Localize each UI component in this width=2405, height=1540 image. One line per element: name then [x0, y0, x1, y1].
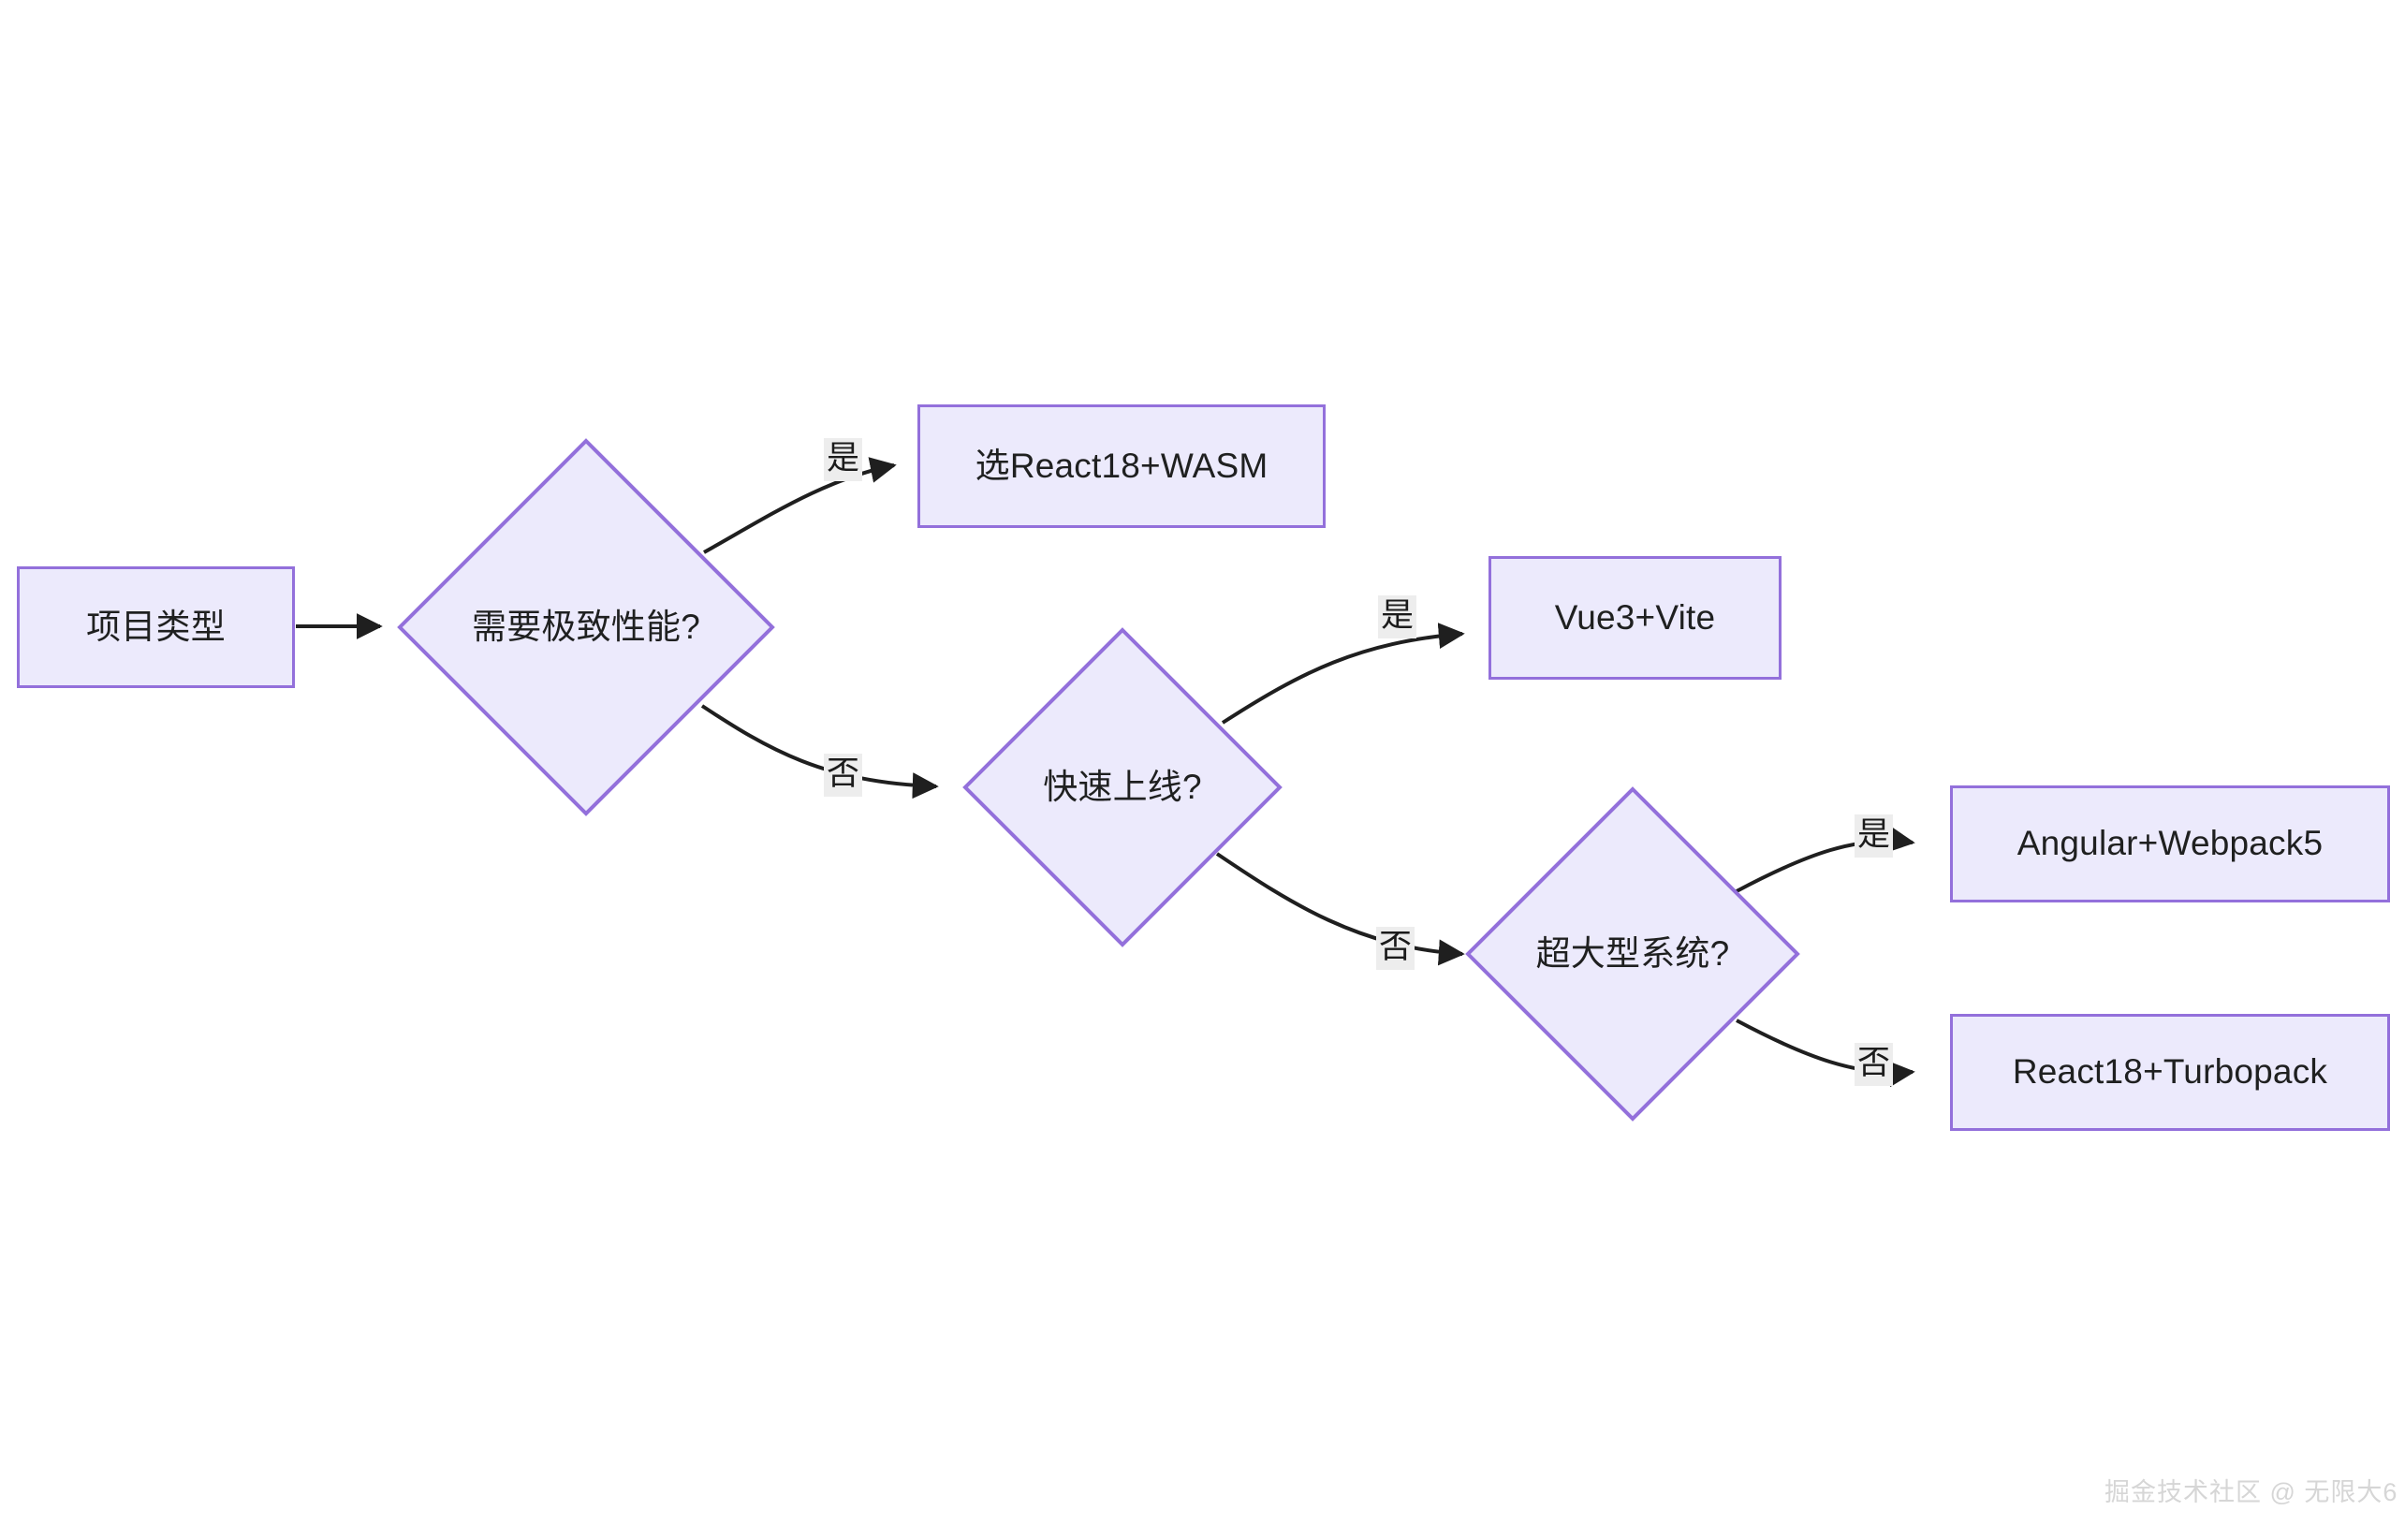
diamond-shape-fast-launch: [962, 627, 1283, 947]
diamond-shape-need-perf: [397, 438, 775, 816]
node-huge-system-label: 超大型系统?: [1535, 933, 1730, 973]
node-huge-system[interactable]: 超大型系统?: [1465, 786, 1800, 1122]
edge-label-need-perf-no: 否: [824, 754, 863, 797]
node-vue3-vite[interactable]: Vue3+Vite: [1488, 556, 1782, 680]
edge-label-huge-system-no: 否: [1855, 1043, 1894, 1086]
edge-need-perf-yes-to-react-wasm: [703, 457, 897, 554]
node-project-type[interactable]: 项目类型: [17, 566, 295, 688]
edge-label-huge-system-yes: 是: [1855, 814, 1894, 858]
node-angular-webpack5[interactable]: Angular+Webpack5: [1950, 785, 2390, 902]
edge-label-fast-launch-yes: 是: [1378, 595, 1417, 638]
node-angular-webpack5-label: Angular+Webpack5: [2016, 824, 2324, 863]
node-need-extreme-performance[interactable]: 需要极致性能?: [397, 438, 775, 816]
edge-fast-launch-no-to-huge-system: [1215, 852, 1465, 966]
watermark-text: 掘金技术社区 @ 无限大6: [2104, 1478, 2398, 1506]
diamond-shape-huge-system: [1465, 786, 1800, 1122]
node-project-type-label: 项目类型: [86, 607, 226, 646]
node-react18-wasm-label: 选React18+WASM: [975, 446, 1268, 485]
node-react18-wasm[interactable]: 选React18+WASM: [917, 404, 1326, 528]
node-react18-turbopack-label: React18+Turbopack: [2012, 1052, 2328, 1092]
node-need-extreme-performance-label: 需要极致性能?: [472, 607, 700, 646]
edge-fast-launch-yes-to-vue-vite: [1221, 623, 1465, 725]
node-vue3-vite-label: Vue3+Vite: [1554, 597, 1716, 637]
edge-need-perf-no-to-fast-launch: [700, 704, 939, 799]
node-fast-launch[interactable]: 快速上线?: [962, 627, 1283, 947]
edge-label-fast-launch-no: 否: [1376, 927, 1415, 970]
edge-label-need-perf-yes: 是: [824, 438, 863, 481]
node-fast-launch-label: 快速上线?: [1043, 767, 1202, 806]
node-react18-turbopack[interactable]: React18+Turbopack: [1950, 1014, 2390, 1131]
